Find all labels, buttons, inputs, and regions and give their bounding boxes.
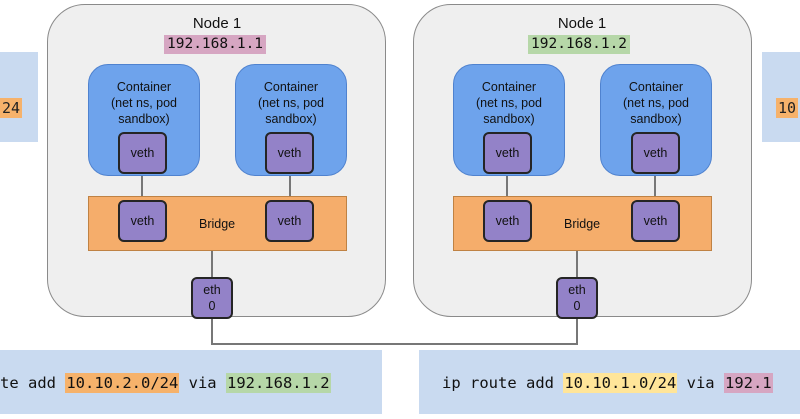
node-2-eth0: eth 0 — [556, 277, 598, 319]
node-1-ip: 192.168.1.1 — [164, 35, 267, 54]
eth-link-horizontal — [211, 343, 578, 345]
route-left-prefix: te add — [0, 374, 66, 392]
route-right-via: via — [677, 374, 724, 392]
node-1-bridge-veth-right: veth — [265, 200, 314, 242]
route-command-right: ip route add 10.10.1.0/24 via 192.1 — [442, 372, 773, 394]
node-1-eth0: eth 0 — [191, 277, 233, 319]
node-1-container-2-veth: veth — [265, 132, 314, 174]
node-1-container-2 — [235, 64, 347, 176]
route-left-cidr: 10.10.2.0/24 — [65, 373, 180, 393]
node-1-container-1-veth: veth — [118, 132, 167, 174]
route-command-left: te add 10.10.2.0/24 via 192.168.1.2 — [0, 372, 331, 394]
node-1-title: Node 1 — [192, 15, 242, 32]
node-1-bridge-label: Bridge — [199, 217, 236, 231]
eth-link-right-vertical — [576, 318, 578, 345]
route-right-prefix: ip route add — [442, 374, 564, 392]
route-right-cidr: 10.10.1.0/24 — [563, 373, 678, 393]
left-side-panel — [0, 52, 38, 142]
node-2-container-1-label: Container (net ns, pod sandbox) — [475, 80, 542, 126]
node-2-container-2-wire — [654, 174, 656, 196]
node-2-title: Node 1 — [557, 15, 607, 32]
node-2-eth-wire — [576, 251, 578, 278]
node-1-eth-wire — [211, 251, 213, 278]
node-1-container-1-label: Container (net ns, pod sandbox) — [110, 80, 177, 126]
node-2-bridge-veth-right: veth — [631, 200, 680, 242]
node-2-container-1-wire — [506, 174, 508, 196]
right-side-panel — [762, 52, 800, 142]
node-2-container-2-veth: veth — [631, 132, 680, 174]
node-1-container-1-wire — [141, 174, 143, 196]
node-1-container-2-label: Container (net ns, pod sandbox) — [257, 80, 324, 126]
eth-link-left-vertical — [211, 318, 213, 345]
node-2-container-2-label: Container (net ns, pod sandbox) — [622, 80, 689, 126]
right-side-panel-text: 10 — [776, 98, 799, 118]
node-2-container-2 — [600, 64, 712, 176]
node-2-bridge-label: Bridge — [564, 217, 601, 231]
left-side-panel-text: 24 — [0, 98, 23, 118]
node-2-bridge-veth-left: veth — [483, 200, 532, 242]
route-right-gateway: 192.1 — [723, 373, 773, 393]
node-2-container-1-veth: veth — [483, 132, 532, 174]
node-2-ip: 192.168.1.2 — [528, 35, 631, 54]
route-left-via: via — [179, 374, 226, 392]
node-1-container-2-wire — [289, 174, 291, 196]
route-left-gateway: 192.168.1.2 — [225, 373, 331, 393]
node-1-bridge-veth-left: veth — [118, 200, 167, 242]
